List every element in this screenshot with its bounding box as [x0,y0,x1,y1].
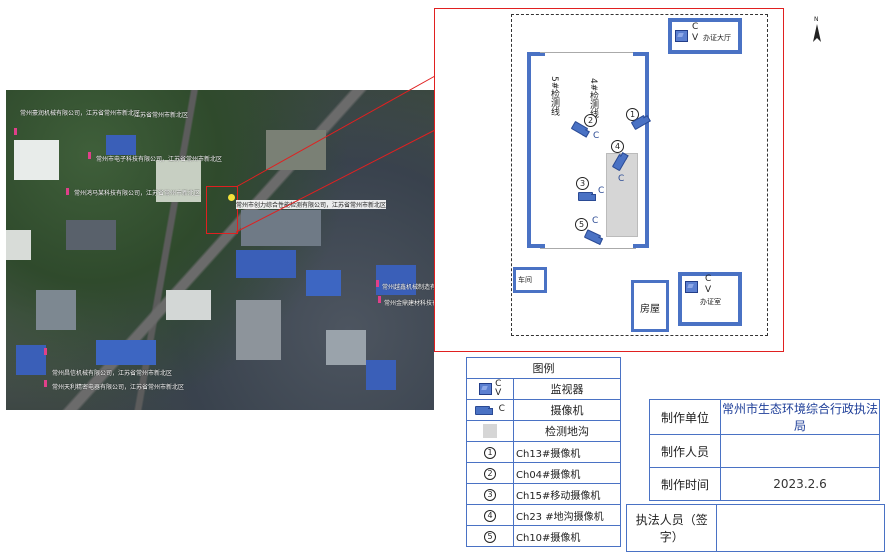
legend-label: Ch04#摄像机 [513,462,621,484]
location-pin-icon [376,280,379,287]
bldg4-wall [645,52,649,248]
bldg5-label: 5#检测线 [549,76,559,117]
house-label: 房屋 [640,304,660,315]
legend-label: Ch23 #地沟摄像机 [513,504,621,526]
camera-c-mark: C [598,186,605,196]
monitor-c-mark: C [705,274,712,284]
unit-label: 制作单位 [649,399,721,435]
map-label: 常州鸿马某科技有限公司，江苏省常州市新北区 [74,190,201,197]
camera-c-mark: C [618,174,625,184]
officer-label: 执法人员（签字） [625,504,718,552]
monitor-c-mark: C [692,22,699,32]
bldg5-wall [527,52,531,248]
office-room-2 [678,272,742,326]
map-label-target: 常州市创力综合性能检测有限公司，江苏省常州市新北区 [236,200,387,209]
pit-swatch [483,424,497,438]
camera-icon [578,192,596,201]
legend-num: 2 [484,468,496,480]
officer-signature-field[interactable] [716,504,885,552]
location-pin-icon [44,380,47,387]
legend-num: 3 [484,489,496,501]
camera-c-mark: C [592,216,599,226]
small-room [513,267,547,293]
office-label: 办证大厅 [703,34,731,42]
north-label: N [814,16,819,23]
legend-label: 摄像机 [513,399,621,421]
map-label: 常州市电子科技有限公司，江苏省常州市新北区 [96,156,223,163]
map-label: 常州天利精密电器有限公司，江苏省常州市新北区 [52,384,185,391]
camera-marker-2[interactable]: 2 [584,114,597,127]
legend-num: 4 [484,510,496,522]
legend-label: 检测地沟 [513,420,621,442]
site-boundary [511,14,768,336]
camera-marker-4[interactable]: 4 [611,140,624,153]
unit-value: 常州市生态环境综合行政执法局 [720,399,880,435]
small-room-label: 车间 [518,276,532,284]
site-highlight [206,186,238,234]
bldg4-wall [633,244,649,248]
monitor-icon [685,281,698,293]
monitor-icon [675,30,688,42]
maker-label: 制作人员 [649,434,721,468]
legend-num: 1 [484,447,496,459]
map-label: 常州越鑫机械制造有限公司 [382,284,434,291]
location-pin-icon [378,296,381,303]
bldg-outline [540,52,636,53]
location-pin-icon [88,152,91,159]
location-pin-icon [44,348,47,355]
camera-marker-3[interactable]: 3 [576,177,589,190]
location-pin-icon [14,128,17,135]
map-label: 常州昌信机械有限公司，江苏省常州市新北区 [52,370,173,377]
time-value: 2023.2.6 [720,467,880,501]
office2-label: 办证室 [700,298,721,306]
bldg-outline [540,248,636,249]
monitor-v-mark: V [705,285,712,295]
house [631,280,669,332]
location-pin-icon [66,188,69,195]
signature-table: 执法人员（签字） [625,504,885,552]
site-pin-icon [228,194,235,201]
legend-num: 5 [484,531,496,543]
legend-label: Ch10#摄像机 [513,525,621,547]
satellite-map[interactable]: 常州豪润机械有限公司，江苏省常州市新北区 江苏省常州市新北区 常州市电子科技有限… [6,90,434,410]
camera-marker-5[interactable]: 5 [575,218,588,231]
bldg5-wall [527,52,545,56]
map-label: 江苏省常州市新北区 [134,112,189,119]
legend-label: Ch15#移动摄像机 [513,483,621,505]
bldg4-wall [633,52,649,56]
camera-icon [475,406,494,415]
map-label: 常州金鼎建材科技有限公司 [384,300,434,307]
camera-c-mark: C [593,131,600,141]
monitor-icon [478,383,492,395]
maker-value[interactable] [720,434,880,468]
time-label: 制作时间 [649,467,721,501]
bldg5-wall [527,244,545,248]
info-table: 制作单位 常州市生态环境综合行政执法局 制作人员 制作时间 2023.2.6 [649,399,880,501]
north-arrow-icon [813,24,821,42]
monitor-v-mark: V [692,33,699,43]
legend-title: 图例 [466,357,621,379]
legend-label: 监视器 [513,378,621,400]
map-label: 常州豪润机械有限公司，江苏省常州市新北区 [20,110,141,117]
camera-code: C [498,403,505,414]
bldg4-label: 4#检测线 [588,78,598,119]
legend-label: Ch13#摄像机 [513,441,621,463]
